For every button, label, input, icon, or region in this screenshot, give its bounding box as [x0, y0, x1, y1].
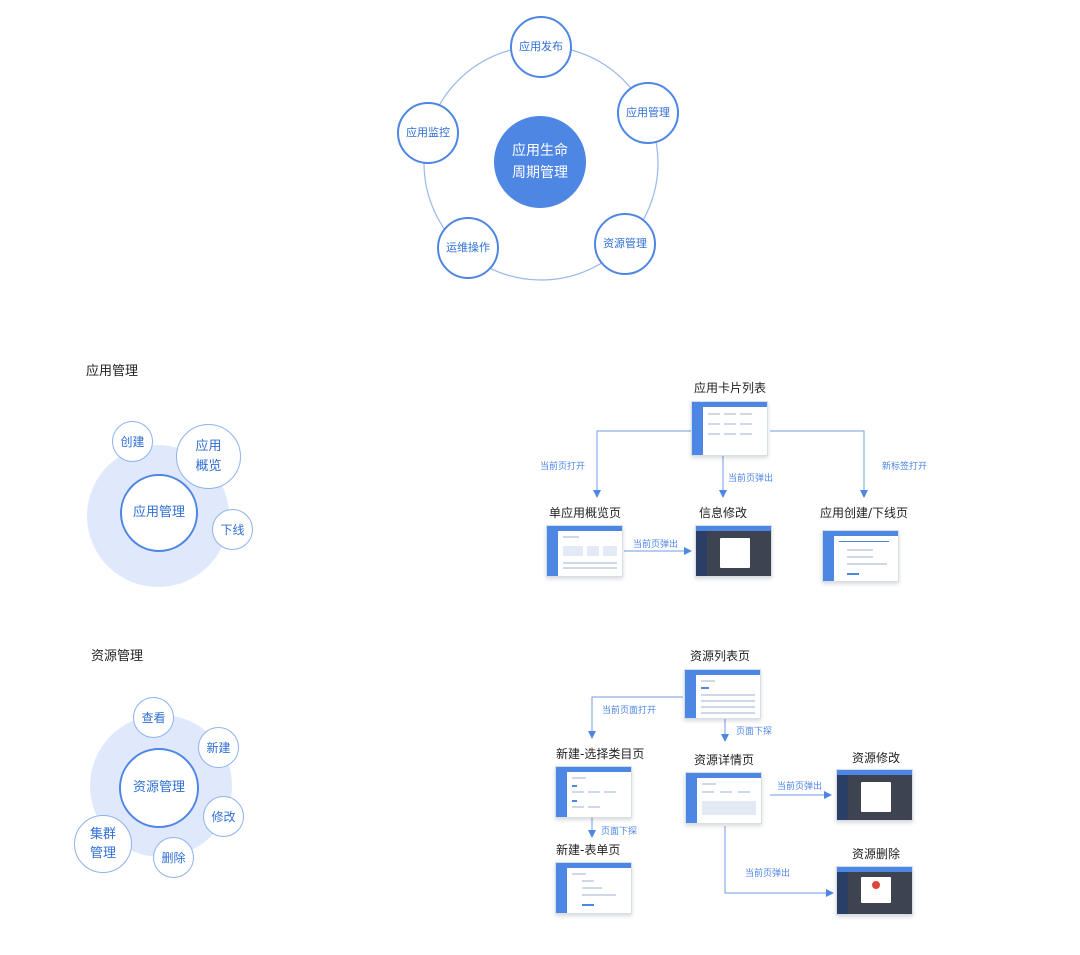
thumb-edit-modal [695, 525, 772, 577]
edge-reslist-to-category [588, 696, 683, 739]
res-action-cluster: 集群 管理 [74, 815, 132, 873]
app-action-overview: 应用 概览 [176, 424, 241, 489]
thumb-res-edit [836, 769, 913, 821]
res-flow-node-list: 资源列表页 [690, 649, 751, 663]
thumb-category [555, 766, 632, 818]
res-flow-node-category: 新建-选择类目页 [556, 747, 645, 761]
res-action-cluster-line2: 管理 [89, 846, 116, 861]
app-flow-node-create-offline: 应用创建/下线页 [820, 506, 909, 520]
res-action-cluster-line1: 集群 [89, 826, 116, 842]
res-flow-node-delete: 资源删除 [852, 847, 901, 861]
thumb-res-list [684, 669, 761, 719]
lifecycle-node-monitor: 应用监控 [397, 102, 459, 164]
app-flow-node-card-list: 应用卡片列表 [694, 381, 767, 395]
res-flow-node-form: 新建-表单页 [556, 843, 621, 857]
res-mgmt-center: 资源管理 [119, 748, 199, 828]
lifecycle-node-publish: 应用发布 [510, 16, 572, 78]
lifecycle-node-res-mgmt: 资源管理 [594, 213, 656, 275]
thumb-create-offline [822, 530, 899, 582]
app-flow-node-edit: 信息修改 [699, 506, 748, 520]
res-flow-node-detail: 资源详情页 [694, 753, 755, 767]
edge-list-to-overview [593, 430, 692, 498]
app-action-overview-line2: 概览 [195, 458, 222, 474]
res-edge-label-drill2: 页面下探 [601, 827, 638, 837]
thumb-card-list [691, 401, 768, 456]
app-mgmt-title: 应用管理 [86, 364, 139, 379]
app-edge-label-popup: 当前页弹出 [728, 474, 774, 484]
res-edge-label-open: 当前页面打开 [602, 706, 657, 716]
res-edge-label-popup: 当前页弹出 [777, 782, 823, 792]
thumb-form [555, 862, 632, 914]
app-edge-label-open: 当前页打开 [540, 462, 586, 472]
lifecycle-center-line2: 周期管理 [512, 165, 568, 181]
thumb-overview [546, 525, 623, 577]
res-action-view: 查看 [133, 697, 174, 738]
res-flow-node-edit: 资源修改 [852, 751, 901, 765]
app-action-create: 创建 [112, 421, 153, 462]
app-edge-label-newtab: 新标签打开 [882, 462, 928, 472]
app-flow-edges [593, 430, 868, 555]
app-action-offline: 下线 [212, 509, 253, 550]
res-edge-label-drill: 页面下探 [736, 727, 773, 737]
app-mgmt-center: 应用管理 [120, 474, 198, 552]
res-action-modify: 修改 [203, 796, 244, 837]
res-mgmt-title: 资源管理 [91, 649, 144, 664]
res-flow-edges [588, 696, 834, 897]
app-flow-node-overview: 单应用概览页 [549, 506, 622, 520]
res-edge-label-popup2: 当前页弹出 [745, 869, 791, 879]
app-action-overview-line1: 应用 [195, 439, 222, 454]
delete-warning-icon [872, 881, 880, 889]
edge-list-to-create [770, 430, 868, 498]
thumb-detail [685, 772, 762, 824]
lifecycle-center: 应用生命 周期管理 [494, 116, 586, 208]
thumb-res-delete [836, 866, 913, 915]
app-edge-label-popup2: 当前页弹出 [633, 540, 679, 550]
lifecycle-center-line1: 应用生命 [512, 142, 568, 159]
lifecycle-node-ops: 运维操作 [437, 217, 499, 279]
res-action-delete: 删除 [153, 837, 194, 878]
edge-detail-to-delete [724, 826, 834, 897]
res-action-new: 新建 [198, 727, 239, 768]
lifecycle-node-app-mgmt: 应用管理 [617, 82, 679, 144]
